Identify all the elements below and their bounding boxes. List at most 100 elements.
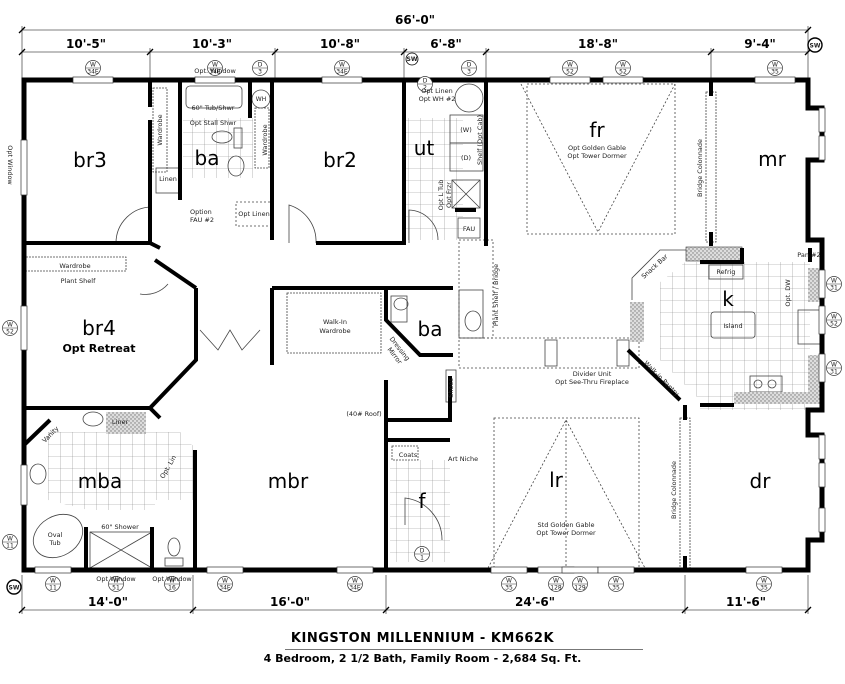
svg-text:SW: SW [810,43,821,50]
svg-text:34E: 34E [336,69,348,76]
svg-text:W: W [831,362,837,369]
window-tag: W34E [348,577,363,592]
svg-text:16: 16 [168,585,176,592]
svg-text:W: W [613,578,619,585]
svg-text:11: 11 [49,585,57,592]
window-tag: W35 [609,577,624,592]
divider-unit-label: Divider Unit [573,370,612,378]
svg-text:128: 128 [550,585,562,592]
liner-label: Liner [112,418,129,426]
title-underline [285,649,643,650]
window-opening [562,567,598,573]
window-opening [819,354,825,382]
lr-note-golden-gable: Std Golden Gable [538,521,595,529]
svg-text:W: W [620,62,626,69]
wardrobe-br2-label: Wardrobe [261,124,269,155]
svg-text:52: 52 [830,321,838,328]
window-opening [819,435,825,459]
svg-text:W: W [7,322,13,329]
water-heater-label: WH [256,96,266,103]
window-opening [207,567,243,573]
svg-text:W: W [831,314,837,321]
svg-text:34E: 34E [87,69,99,76]
window-opening [35,567,71,573]
linen-label: Linen [159,175,177,183]
dimension-br2: 10'-8" [320,37,360,51]
opt-dishwasher-label: Opt. DW [784,279,792,307]
window-opening [21,465,27,505]
tub-shower-label: 60" Tub/Shwr [192,104,235,112]
window-opening [819,136,825,160]
svg-text:129: 129 [574,585,586,592]
dimension-bath: 10'-3" [192,37,232,51]
svg-text:51: 51 [112,585,120,592]
opt-window-left-label: Opt Window [6,145,14,185]
window-tag: W129 [573,577,588,592]
svg-text:W: W [761,578,767,585]
snack-bar-label: Snack Bar [640,252,670,280]
room-label-living-room: lr [549,468,564,492]
svg-text:31: 31 [830,369,838,376]
svg-text:34E: 34E [349,585,361,592]
plan-title: KINGSTON MILLENNIUM - KM662K [0,631,845,646]
room-label-utility: ut [414,136,435,160]
room-label-br4: br4 [82,316,116,340]
svg-text:W: W [90,62,96,69]
art-niche-label: Art Niche [448,455,478,463]
window-tag: W128 [549,577,564,592]
window-tag: W52 [3,321,18,336]
door-tag: D3 [462,61,477,76]
svg-text:3: 3 [258,69,262,76]
svg-text:W: W [567,62,573,69]
coats-label: Coats [399,451,418,459]
opt-linen-ut-label: Opt Linen [421,87,453,95]
window-opening [73,77,113,83]
dimension-mbr: 16'-0" [270,595,310,609]
see-thru-fireplace-label: Opt See-Thru Fireplace [555,378,629,386]
svg-text:52: 52 [566,69,574,76]
svg-text:34E: 34E [219,585,231,592]
plan-subtitle: 4 Bedroom, 2 1/2 Bath, Family Room - 2,6… [0,652,845,665]
dimension-mba: 14'-0" [88,595,128,609]
room-label-br3: br3 [73,148,107,172]
opt-window-bottom-1: Opt Window [96,575,136,583]
overall-width-dimension: 66'-0" [395,13,435,27]
dimension-mud-room: 9'-4" [744,37,776,51]
window-opening [21,140,27,195]
bridge-colonnade-top-label: Bridge Colonnade [696,139,704,197]
window-tags-right: W31W52W31 [819,108,842,532]
room-label-bath-mid: ba [418,317,443,341]
washer-label: (W) [460,126,472,134]
window-tag: W52 [827,313,842,328]
roof-label: (40# Roof) [346,410,381,418]
plant-shelf-bridge-label: Plant Shelf / Bridge [492,264,500,326]
window-opening [603,77,643,83]
window-opening [746,567,782,573]
svg-text:W: W [50,578,56,585]
room-label-kitchen: k [722,287,734,311]
window-tag: W31 [827,277,842,292]
option-fau-label-2: FAU #2 [190,216,214,224]
fr-note-golden-gable: Opt Golden Gable [568,144,626,152]
dimension-utility: 6'-8" [430,37,462,51]
option-fau-label-1: Option [190,208,212,216]
room-label-foyer: f [418,489,426,513]
svg-text:W: W [577,578,583,585]
window-opening [195,77,235,83]
shower-label: 60" Shower [101,523,139,531]
window-tag: W11 [3,535,18,550]
svg-text:W: W [831,278,837,285]
svg-text:W: W [506,578,512,585]
br4-subtitle: Opt Retreat [62,342,135,355]
svg-text:3: 3 [467,69,471,76]
shoes-label: Shoes [447,378,455,398]
window-tag: W31 [827,361,842,376]
window-opening [755,77,795,83]
walk-in-wardrobe-label-1: Walk-In [323,318,347,326]
lr-note-tower-dormer: Opt Tower Dormer [536,529,596,537]
island-label: Island [723,322,742,330]
shear-wall-marker-top-mid: SW [406,53,418,65]
window-tag: W34E [335,61,350,76]
room-label-bath-top: ba [195,146,220,170]
window-opening [598,567,634,573]
